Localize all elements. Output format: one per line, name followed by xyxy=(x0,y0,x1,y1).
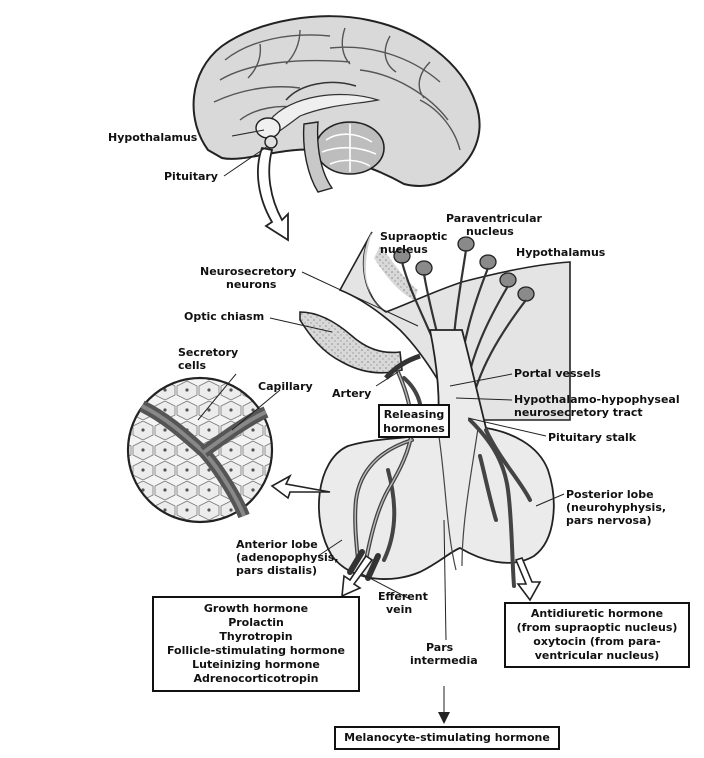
label-pituitary-stalk: Pituitary stalk xyxy=(548,431,637,444)
label-hypothalamus: Hypothalamus xyxy=(516,246,606,259)
secretory-cells-inset xyxy=(126,376,274,524)
hollow-arrows xyxy=(270,474,542,602)
label-capillary: Capillary xyxy=(258,380,313,393)
anterior-hormones-box: Growth hormone Prolactin Thyrotropin Fol… xyxy=(152,596,360,692)
label-posterior-lobe: Posterior lobe(neurohyphysis,pars nervos… xyxy=(566,488,667,527)
zoom-arrow xyxy=(257,146,289,242)
label-hypothalamus-top: Hypothalamus xyxy=(108,131,198,144)
leader-lines xyxy=(197,129,565,716)
label-optic-chiasm: Optic chiasm xyxy=(184,310,265,323)
brain-illustration xyxy=(192,15,481,193)
msh-arrowhead xyxy=(438,712,450,724)
label-anterior-lobe: Anterior lobe(adenopophysis,pars distali… xyxy=(236,538,339,577)
posterior-hormones-box: Antidiuretic hormone (from supraoptic nu… xyxy=(504,602,690,668)
label-pituitary: Pituitary xyxy=(164,170,218,183)
label-artery: Artery xyxy=(332,387,372,400)
label-portal-vessels: Portal vessels xyxy=(514,367,601,380)
msh-box: Melanocyte-stimulating hormone xyxy=(334,726,560,750)
